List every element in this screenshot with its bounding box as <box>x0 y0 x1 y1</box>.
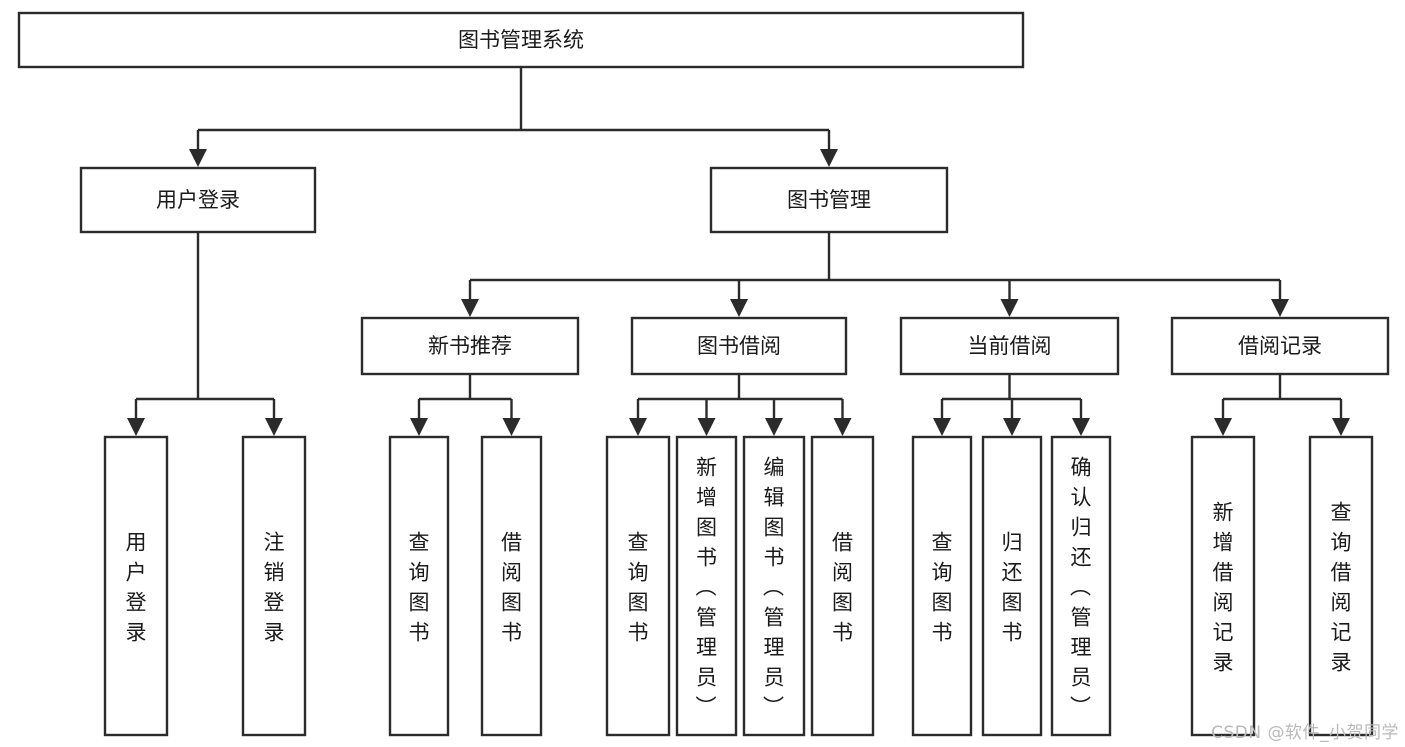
node-box <box>899 316 1120 376</box>
node-label: 图书管理 <box>787 188 871 212</box>
node-leaf-return-book[interactable]: 归还图书 <box>981 435 1043 737</box>
arrow-head-icon <box>410 418 428 436</box>
node-leaf-query-book-2[interactable]: 查询图书 <box>605 435 671 737</box>
arrow-head-icon <box>502 418 521 436</box>
arrow-head-icon <box>730 299 748 317</box>
node-box <box>360 316 580 376</box>
node-loan-record[interactable]: 借阅记录 <box>1170 316 1390 376</box>
node-label: 新增图书（管理员） <box>696 455 718 719</box>
node-box <box>17 11 1025 69</box>
node-leaf-add-book[interactable]: 新增图书（管理员） <box>675 435 738 737</box>
node-new-book-rec[interactable]: 新书推荐 <box>360 316 580 376</box>
node-label: 编辑图书（管理员） <box>763 455 785 719</box>
node-label: 用户登录 <box>156 188 240 212</box>
node-box <box>605 435 671 737</box>
node-leaf-confirm-return[interactable]: 确认归还（管理员） <box>1050 435 1112 737</box>
node-box <box>1050 435 1112 737</box>
node-user-login[interactable]: 用户登录 <box>79 166 317 234</box>
node-current-loan[interactable]: 当前借阅 <box>899 316 1120 376</box>
node-leaf-add-record[interactable]: 新增借阅记录 <box>1190 435 1256 737</box>
node-leaf-logout-login[interactable]: 注销登录 <box>241 435 307 737</box>
node-root[interactable]: 图书管理系统 <box>17 11 1025 69</box>
node-box <box>1190 435 1256 737</box>
node-box <box>742 435 806 737</box>
arrow-head-icon <box>1332 418 1350 436</box>
node-label: 图书管理系统 <box>458 28 584 52</box>
node-book-manage[interactable]: 图书管理 <box>709 166 949 234</box>
node-box <box>675 435 738 737</box>
node-label: 查询图书 <box>628 530 649 644</box>
node-box <box>1308 435 1374 737</box>
node-box <box>911 435 973 737</box>
arrow-head-icon <box>1214 418 1232 436</box>
arrow-head-icon <box>1003 418 1021 436</box>
arrow-head-icon <box>933 418 951 436</box>
arrow-head-icon <box>1000 299 1019 317</box>
node-box <box>981 435 1043 737</box>
node-box <box>480 435 543 737</box>
node-label: 查询借阅记录 <box>1331 500 1352 674</box>
node-label: 新增借阅记录 <box>1213 500 1234 674</box>
node-label: 确认归还（管理员） <box>1070 455 1092 719</box>
arrow-head-icon <box>1271 299 1289 317</box>
arrow-head-icon <box>697 418 716 436</box>
node-box <box>630 316 848 376</box>
arrow-head-icon <box>265 418 283 436</box>
node-book-borrow[interactable]: 图书借阅 <box>630 316 848 376</box>
node-box <box>810 435 875 737</box>
node-leaf-edit-book[interactable]: 编辑图书（管理员） <box>742 435 806 737</box>
node-label: 借阅图书 <box>501 530 522 644</box>
arrow-head-icon <box>820 149 838 167</box>
node-leaf-query-book-1[interactable]: 查询图书 <box>388 435 450 737</box>
arrow-head-icon <box>461 299 479 317</box>
node-label: 图书借阅 <box>697 334 781 358</box>
node-box <box>103 435 169 737</box>
node-leaf-query-record[interactable]: 查询借阅记录 <box>1308 435 1374 737</box>
node-leaf-borrow-book-1[interactable]: 借阅图书 <box>480 435 543 737</box>
node-leaf-user-login[interactable]: 用户登录 <box>103 435 169 737</box>
node-label: 归还图书 <box>1002 530 1023 644</box>
node-box <box>709 166 949 234</box>
node-label: 借阅图书 <box>832 530 853 644</box>
arrow-head-icon <box>1072 418 1090 436</box>
watermark-text: CSDN @软件_小贺同学 <box>1211 723 1399 743</box>
node-label: 用户登录 <box>126 530 147 644</box>
node-label: 注销登录 <box>264 530 285 644</box>
node-box <box>1170 316 1390 376</box>
node-leaf-query-book-3[interactable]: 查询图书 <box>911 435 973 737</box>
node-label: 查询图书 <box>409 530 430 644</box>
node-label: 当前借阅 <box>968 334 1052 358</box>
arrow-head-icon <box>833 418 852 436</box>
node-label: 查询图书 <box>932 530 953 644</box>
node-layer: 图书管理系统用户登录图书管理新书推荐图书借阅当前借阅借阅记录用户登录注销登录查询… <box>17 11 1390 737</box>
node-label: 借阅记录 <box>1238 334 1322 358</box>
arrow-head-icon <box>127 418 145 436</box>
node-box <box>388 435 450 737</box>
arrow-head-icon <box>765 418 783 436</box>
node-leaf-borrow-book-2[interactable]: 借阅图书 <box>810 435 875 737</box>
node-box <box>241 435 307 737</box>
node-label: 新书推荐 <box>428 334 512 358</box>
arrow-head-icon <box>189 149 207 167</box>
connector-layer <box>127 67 1350 436</box>
node-box <box>79 166 317 234</box>
arrow-head-icon <box>629 418 647 436</box>
